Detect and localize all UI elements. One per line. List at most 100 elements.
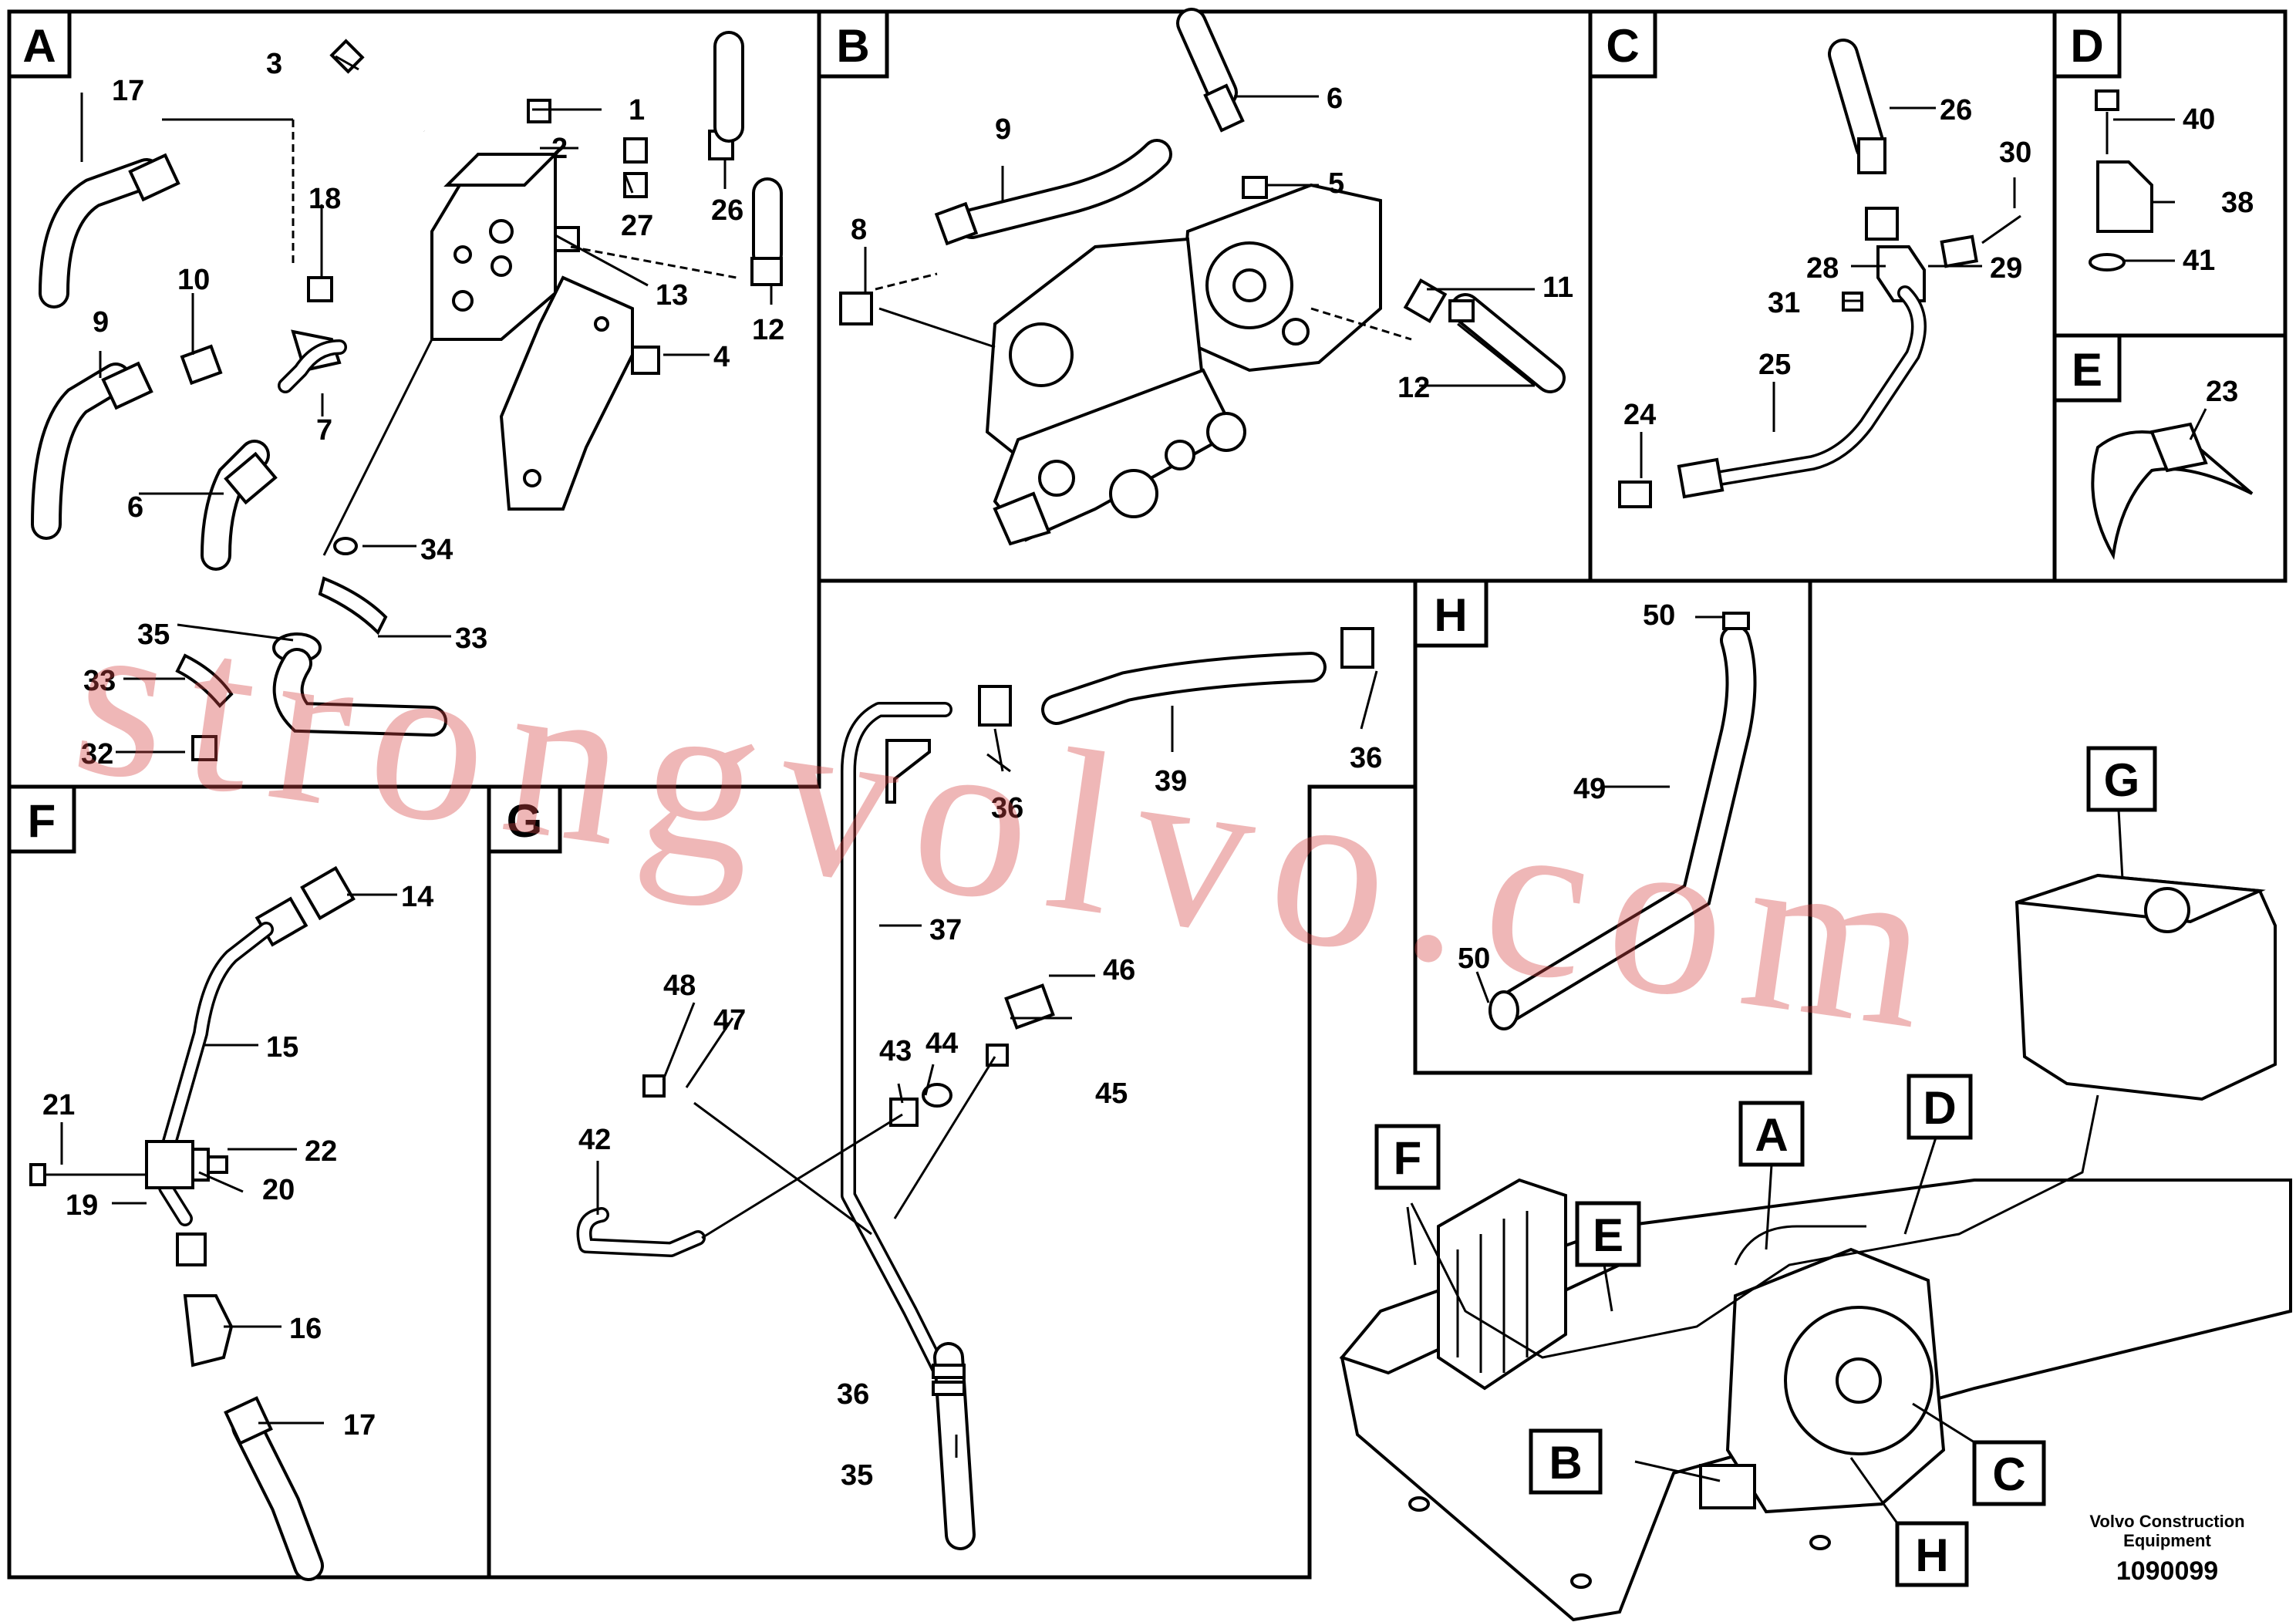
- part-label: 16: [289, 1313, 322, 1345]
- part-label: 44: [925, 1027, 958, 1060]
- svg-text:B: B: [836, 20, 869, 72]
- section-g-drawing: 35 36 36 36 37 39 42 43 44 45 46 47 48: [576, 627, 1382, 1550]
- part-label: 36: [991, 792, 1023, 824]
- part-label: 22: [305, 1135, 337, 1168]
- part-label: 27: [621, 210, 653, 242]
- svg-text:D: D: [2070, 20, 2103, 72]
- part-label: 2: [551, 133, 568, 165]
- part-label: 8: [851, 214, 867, 246]
- overview-label-h: H: [1895, 1521, 1969, 1587]
- part-label: 21: [42, 1089, 75, 1121]
- part-label: 12: [1397, 372, 1430, 404]
- overview-label-d: D: [1907, 1074, 1973, 1140]
- section-frames: [7, 9, 2288, 1580]
- overview-callouts: G F A D E B C H: [1374, 746, 2157, 1587]
- section-label-d: D: [2052, 9, 2122, 79]
- part-label: 13: [656, 279, 688, 312]
- svg-text:E: E: [2072, 344, 2102, 396]
- part-label: 50: [1643, 599, 1675, 632]
- section-b-drawing: 5 6 8 9 11 12: [839, 8, 1573, 546]
- part-label: 23: [2206, 376, 2238, 408]
- section-label-c: C: [1588, 9, 1657, 79]
- part-label: 17: [343, 1409, 376, 1442]
- part-label: 14: [401, 881, 433, 913]
- part-label: 50: [1458, 943, 1490, 975]
- part-label: 24: [1623, 399, 1656, 431]
- part-label: 35: [841, 1459, 873, 1492]
- part-label: 4: [713, 341, 730, 373]
- svg-text:C: C: [1992, 1448, 2025, 1500]
- svg-text:F: F: [28, 795, 56, 847]
- section-label-f: F: [7, 784, 76, 854]
- section-label-h: H: [1413, 578, 1489, 648]
- part-label: 9: [93, 306, 109, 339]
- company-name-line2: Equipment: [2123, 1531, 2211, 1550]
- part-label: 31: [1768, 287, 1800, 319]
- overview-label-c: C: [1972, 1440, 2046, 1506]
- svg-text:F: F: [1394, 1132, 1422, 1184]
- section-d-drawing: 38 40 41: [2089, 89, 2254, 277]
- section-label-b: B: [817, 9, 889, 79]
- part-label: 43: [879, 1035, 912, 1067]
- part-label: 40: [2183, 103, 2215, 136]
- overview-label-g: G: [2086, 746, 2157, 812]
- svg-text:C: C: [1606, 20, 1639, 72]
- overview-machine-drawing: [1339, 809, 2292, 1622]
- svg-text:D: D: [1923, 1082, 1956, 1134]
- part-label: 37: [929, 914, 962, 946]
- part-label: 26: [1940, 94, 1972, 126]
- section-h-drawing: 49 50 50: [1458, 599, 1757, 1030]
- part-label: 28: [1806, 252, 1839, 285]
- part-label: 33: [83, 665, 116, 697]
- part-label: 46: [1103, 954, 1135, 986]
- part-label: 15: [266, 1031, 298, 1064]
- svg-text:E: E: [1593, 1209, 1623, 1261]
- svg-text:H: H: [1434, 589, 1467, 641]
- part-label: 36: [1350, 742, 1382, 774]
- part-label: 48: [663, 969, 696, 1002]
- part-label: 1: [629, 94, 645, 126]
- part-label: 42: [578, 1124, 611, 1156]
- part-label: 49: [1573, 773, 1606, 805]
- part-label: 25: [1758, 349, 1791, 381]
- part-label: 39: [1155, 765, 1187, 798]
- svg-text:A: A: [1755, 1109, 1788, 1161]
- company-name-line1: Volvo Construction: [2089, 1512, 2244, 1531]
- part-label: 18: [308, 183, 341, 215]
- part-label: 47: [713, 1004, 746, 1037]
- drawing-number: 1090099: [2116, 1556, 2218, 1586]
- section-label-e: E: [2052, 333, 2122, 403]
- part-label: 35: [137, 619, 170, 651]
- section-label-a: A: [7, 9, 72, 79]
- part-label: 12: [752, 314, 784, 346]
- part-label: 33: [455, 622, 487, 655]
- section-a-drawing: 1 2 3 4 6 7 9 10 12 13 17 18 26 27 32 33…: [31, 31, 784, 771]
- part-label: 5: [1328, 167, 1344, 200]
- svg-text:A: A: [22, 20, 56, 72]
- svg-text:H: H: [1915, 1529, 1948, 1581]
- svg-text:G: G: [2104, 754, 2140, 806]
- part-label: 32: [81, 738, 113, 771]
- part-label: 30: [1999, 137, 2031, 169]
- part-label: 10: [177, 264, 210, 296]
- section-letter-boxes: A B C D E F G H: [7, 9, 2122, 854]
- overview-label-e: E: [1575, 1201, 1641, 1267]
- section-e-drawing: 23: [2091, 376, 2254, 561]
- part-label: 20: [262, 1174, 295, 1206]
- svg-text:G: G: [507, 795, 543, 847]
- part-label: 17: [112, 75, 144, 107]
- drawing-footer: Volvo Construction Equipment 1090099: [2089, 1512, 2244, 1586]
- part-label: 6: [1327, 83, 1343, 115]
- part-label: 26: [711, 194, 743, 227]
- part-label: 45: [1095, 1077, 1128, 1110]
- svg-text:B: B: [1549, 1437, 1582, 1489]
- part-label: 19: [66, 1189, 98, 1222]
- part-label: 34: [420, 534, 453, 566]
- overview-label-b: B: [1529, 1428, 1603, 1495]
- part-label: 7: [316, 414, 332, 447]
- part-label: 6: [127, 491, 143, 524]
- part-label: 41: [2183, 244, 2215, 277]
- part-label: 36: [837, 1378, 869, 1411]
- part-label: 3: [266, 48, 282, 80]
